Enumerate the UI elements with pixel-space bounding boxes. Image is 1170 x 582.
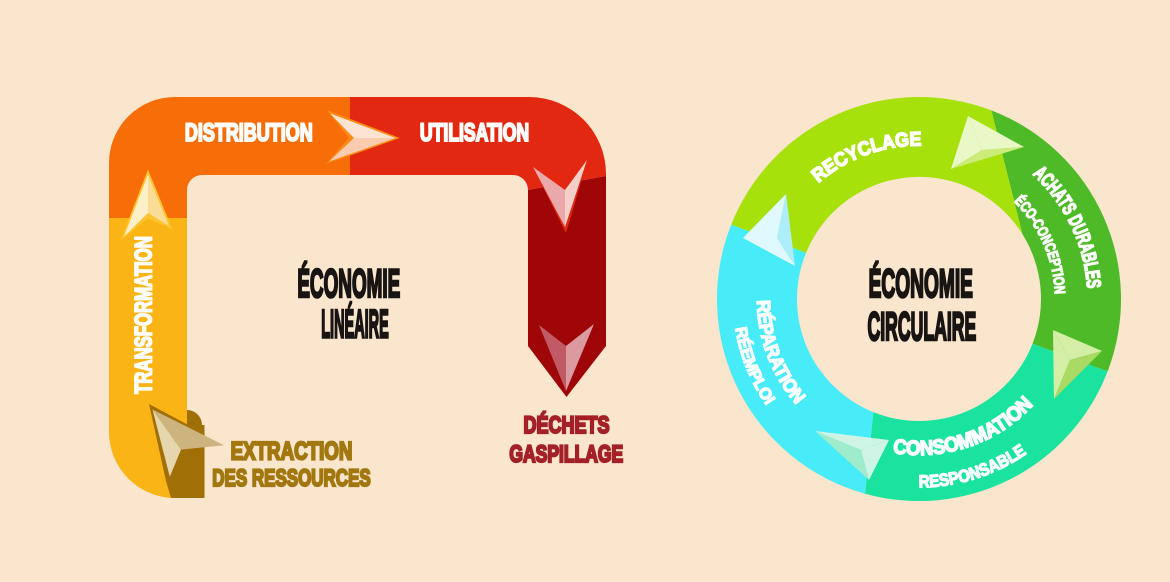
- svg-text:ÉCONOMIE: ÉCONOMIE: [297, 261, 400, 306]
- svg-text:ÉCONOMIE: ÉCONOMIE: [869, 261, 973, 306]
- svg-text:LINÉAIRE: LINÉAIRE: [321, 302, 389, 347]
- svg-text:DES RESSOURCES: DES RESSOURCES: [212, 465, 370, 492]
- svg-text:UTILISATION: UTILISATION: [420, 118, 529, 147]
- svg-text:CIRCULAIRE: CIRCULAIRE: [868, 304, 977, 349]
- svg-text:DISTRIBUTION: DISTRIBUTION: [185, 118, 313, 147]
- svg-text:DÉCHETS: DÉCHETS: [524, 410, 610, 438]
- svg-text:EXTRACTION: EXTRACTION: [231, 437, 353, 465]
- svg-text:GASPILLAGE: GASPILLAGE: [509, 441, 623, 467]
- svg-text:TRANSFORMATION: TRANSFORMATION: [130, 236, 157, 394]
